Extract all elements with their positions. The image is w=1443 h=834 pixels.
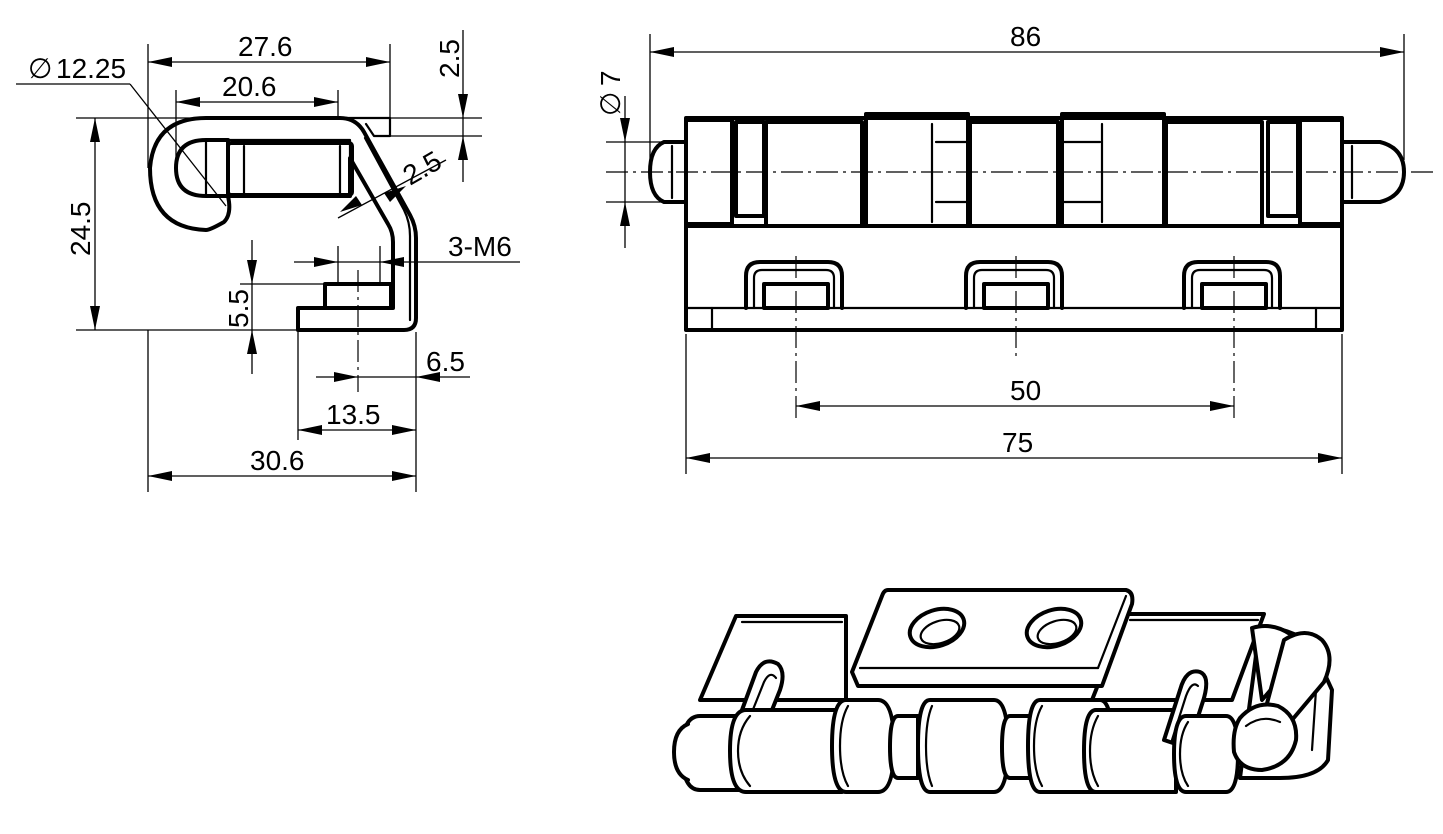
dim-height: 24.5 [65,202,96,257]
dim-hole-offset: 6.5 [426,346,465,377]
dim-width-inner: 20.6 [222,71,277,102]
dim-thread: 3-M6 [448,231,512,262]
diameter-symbol: ∅ [28,53,52,84]
dim-total-length: 86 [1010,21,1041,52]
front-view-dim-lines [606,34,1438,474]
dim-plate-length: 75 [1002,427,1033,458]
side-view-dim-lines [16,30,520,492]
diameter-symbol-front: ∅ [595,92,626,116]
dim-foot-width: 13.5 [326,399,381,430]
front-view-dim-texts: 86 ∅ 7 50 75 [595,21,1041,458]
dim-thickness-top: 2.5 [434,39,465,78]
front-view-outline [648,112,1406,332]
dim-total-width: 30.6 [250,445,305,476]
dim-width-top: 27.6 [238,31,293,62]
front-view: 86 ∅ 7 50 75 [595,21,1438,474]
dim-foot-height: 5.5 [223,289,254,328]
dim-diameter: 12.25 [56,53,126,84]
dim-thickness-diag: 2.5 [398,145,447,191]
side-view-dim-texts: 27.6 20.6 ∅ 12.25 2.5 2.5 24.5 5.5 3-M6 … [28,31,512,476]
side-view: 27.6 20.6 ∅ 12.25 2.5 2.5 24.5 5.5 3-M6 … [16,30,520,492]
isometric-view [672,588,1334,794]
dim-pin-diameter: 7 [595,70,626,86]
iso-barrel [672,624,1334,794]
side-view-outline [148,116,418,332]
dim-hole-pitch: 50 [1010,375,1041,406]
